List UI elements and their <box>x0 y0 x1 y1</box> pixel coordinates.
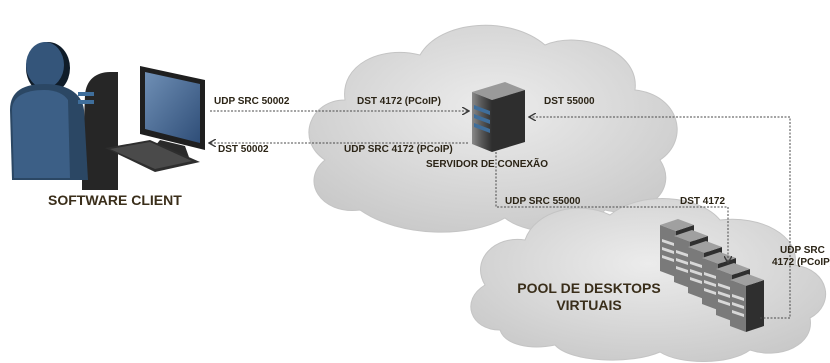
connection-lines <box>210 111 791 319</box>
label-client-in-src: UDP SRC 4172 (PCoIP) <box>344 144 453 155</box>
label-pool-line2: VIRTUAIS <box>556 297 622 313</box>
label-pool-src-2: 4172 (PCoIP) <box>772 257 830 268</box>
label-server-to-pool-dst: DST 4172 <box>680 196 726 207</box>
label-client: SOFTWARE CLIENT <box>48 192 182 208</box>
label-pool-to-server-dst: DST 55000 <box>544 96 595 107</box>
label-client-out-dst: DST 4172 (PCoIP) <box>357 96 441 107</box>
label-client-in-dst: DST 50002 <box>218 144 269 155</box>
user-icon <box>10 42 118 190</box>
label-pool-line1: POOL DE DESKTOPS <box>517 280 661 296</box>
pool-server-unit <box>730 274 764 332</box>
label-pool-src-1: UDP SRC <box>780 245 825 256</box>
edge-pool-to-server <box>530 117 791 319</box>
label-client-out-src: UDP SRC 50002 <box>214 96 290 107</box>
desktop-pool-servers <box>660 219 764 332</box>
label-server: SERVIDOR DE CONEXÃO <box>426 159 549 170</box>
monitor-icon <box>105 66 205 172</box>
label-server-to-pool-src: UDP SRC 55000 <box>505 196 581 207</box>
server-icon <box>472 82 525 152</box>
